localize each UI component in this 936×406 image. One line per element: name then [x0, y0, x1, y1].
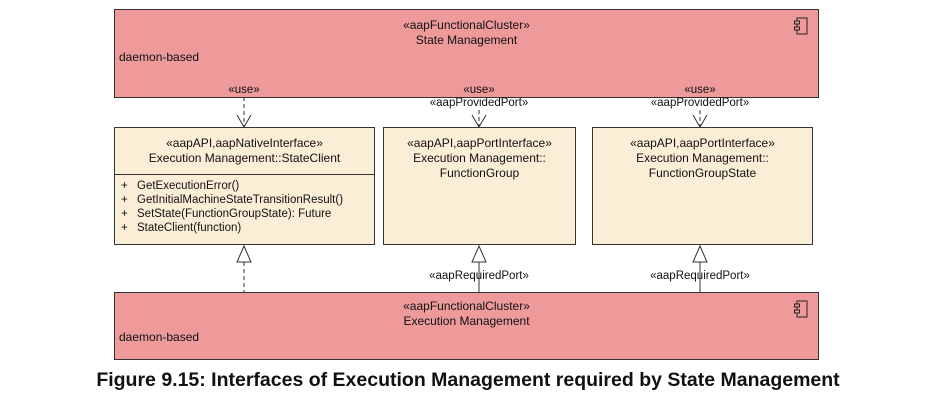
required-port-label: «aapRequiredPort»	[429, 270, 529, 282]
figure-caption: Figure 9.15: Interfaces of Execution Man…	[96, 369, 840, 391]
function-group-interface[interactable]: «aapAPI,aapPortInterface» Execution Mana…	[383, 127, 576, 245]
interface-name-line2: FunctionGroupState	[648, 166, 757, 180]
component-icon	[794, 17, 808, 35]
cluster-stereotype: «aapFunctionalCluster»	[403, 18, 530, 32]
interface-name-line1: Execution Management::	[636, 151, 769, 165]
provided-port-label: «aapProvidedPort»	[429, 97, 529, 109]
operation-item: +SetState(FunctionGroupState): Future	[121, 208, 332, 220]
cluster-name: State Management	[415, 33, 518, 47]
interface-stereotype: «aapAPI,aapPortInterface»	[407, 136, 552, 150]
interface-stereotype: «aapAPI,aapNativeInterface»	[166, 136, 323, 150]
interface-name-line2: FunctionGroup	[439, 166, 520, 180]
operations-compartment: +GetExecutionError() +GetInitialMachineS…	[115, 174, 374, 235]
cluster-note: daemon-based	[119, 330, 200, 344]
interface-name-line1: Execution Management::	[413, 151, 546, 165]
function-group-state-interface[interactable]: «aapAPI,aapPortInterface» Execution Mana…	[592, 127, 813, 245]
execution-management-cluster[interactable]: «aapFunctionalCluster» Execution Managem…	[114, 292, 819, 360]
interface-name: Execution Management::StateClient	[148, 151, 341, 165]
use-label: «use»	[228, 84, 260, 96]
component-icon	[794, 300, 808, 318]
cluster-stereotype: «aapFunctionalCluster»	[403, 299, 530, 313]
cluster-name: Execution Management	[403, 314, 530, 328]
operation-item: +GetInitialMachineStateTransitionResult(…	[121, 194, 344, 206]
required-port-label: «aapRequiredPort»	[650, 270, 750, 282]
operation-item: +StateClient(function)	[121, 222, 242, 234]
state-management-cluster[interactable]: «aapFunctionalCluster» State Management …	[114, 9, 819, 98]
provided-port-label: «aapProvidedPort»	[650, 97, 750, 109]
use-label: «use»	[463, 84, 495, 96]
state-client-interface[interactable]: «aapAPI,aapNativeInterface» Execution Ma…	[114, 127, 375, 245]
use-label: «use»	[684, 84, 716, 96]
cluster-note: daemon-based	[119, 50, 200, 64]
interface-stereotype: «aapAPI,aapPortInterface»	[630, 136, 775, 150]
operation-item: +GetExecutionError()	[121, 180, 240, 192]
